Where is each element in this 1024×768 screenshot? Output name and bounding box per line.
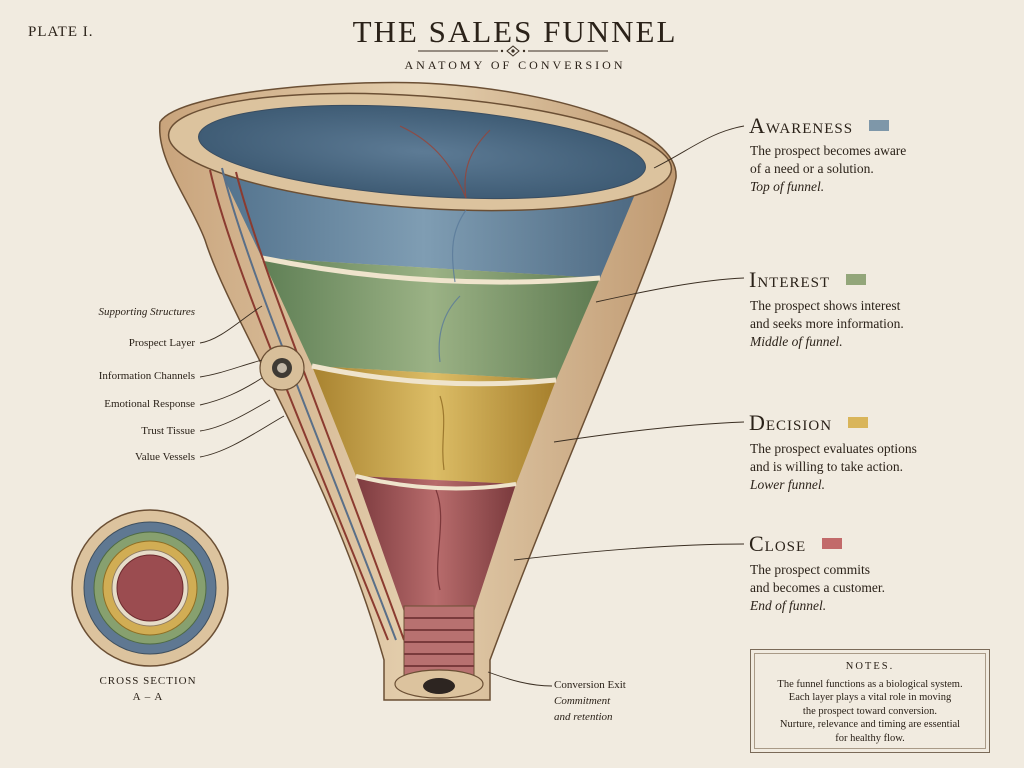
stage-interest-name: Interest <box>749 267 831 292</box>
annotation-prospect-layer: Prospect Layer <box>128 337 195 349</box>
annotation-information-channels: Information Channels <box>98 370 195 382</box>
stage-leaders <box>513 125 745 561</box>
annotation-leaders <box>199 305 285 458</box>
stage-interest-line2: and seeks more information. <box>750 316 904 331</box>
stage-awareness-title: Awareness <box>749 113 890 139</box>
plate-number: PLATE I. <box>28 24 94 40</box>
stage-close-title: Close <box>749 531 843 557</box>
stage-interest-line3: Middle of funnel. <box>750 334 843 349</box>
stage-decision-desc: The prospect evaluates options and is wi… <box>750 440 990 494</box>
stage-awareness-line1: The prospect becomes aware <box>750 143 907 158</box>
stage-decision-line3: Lower funnel. <box>750 477 826 492</box>
stage-awareness-name: Awareness <box>749 113 854 138</box>
band-decision <box>312 366 556 484</box>
exit-title: Conversion Exit <box>554 679 626 691</box>
ring-3 <box>355 474 517 491</box>
close-swatch <box>822 538 843 549</box>
stage-decision-title: Decision <box>749 410 869 436</box>
stage-close-line2: and becomes a customer. <box>750 580 885 595</box>
exit-leader <box>487 671 553 687</box>
decision-swatch <box>848 417 869 428</box>
ring-2 <box>311 363 557 387</box>
notes-line: Each layer plays a vital role in moving <box>788 692 952 703</box>
funnel-rim-inner <box>198 104 646 200</box>
annotation-heading: Supporting Structures <box>98 306 195 318</box>
interest-swatch <box>846 274 867 285</box>
stage-interest-line1: The prospect shows interest <box>750 298 901 313</box>
stage-close-line3: End of funnel. <box>750 598 827 613</box>
notes-box: NOTES. The funnel functions as a biologi… <box>750 649 990 753</box>
exit-line2: and retention <box>554 711 613 723</box>
notes-line: Nurture, relevance and timing are essent… <box>779 719 961 730</box>
stage-interest-title: Interest <box>749 267 867 293</box>
stage-decision-line2: and is willing to take action. <box>750 459 903 474</box>
title-ornament <box>418 45 608 57</box>
stage-decision-line1: The prospect evaluates options <box>750 441 917 456</box>
notes-line: for healthy flow. <box>835 732 905 744</box>
stage-awareness-desc: The prospect becomes aware of a need or … <box>750 142 990 196</box>
ring-1 <box>261 255 601 285</box>
stage-awareness-line2: of a need or a solution. <box>750 161 874 176</box>
stage-close-line1: The prospect commits <box>750 562 870 577</box>
vessel-network <box>399 125 491 591</box>
band-interest <box>262 258 600 380</box>
page-subtitle: ANATOMY OF CONVERSION <box>404 58 626 72</box>
cross-section-diagram <box>71 509 229 667</box>
page-title: THE SALES FUNNEL <box>352 14 678 49</box>
annotation-trust-tissue: Trust Tissue <box>141 425 195 437</box>
stage-close-name: Close <box>749 531 807 556</box>
band-close <box>356 476 516 612</box>
notes-title: NOTES. <box>845 661 895 672</box>
conversion-exit-label: Conversion Exit Commitment and retention <box>554 677 626 725</box>
cross-section-sublabel: A – A <box>132 691 164 703</box>
stage-decision-name: Decision <box>749 410 833 435</box>
annotation-value-vessels: Value Vessels <box>135 451 195 463</box>
notes-line: The funnel functions as a biological sys… <box>777 678 963 690</box>
exit-line1: Commitment <box>554 695 611 707</box>
awareness-swatch <box>869 120 890 131</box>
stage-interest-desc: The prospect shows interest and seeks mo… <box>750 297 990 351</box>
stage-awareness-line3: Top of funnel. <box>750 179 825 194</box>
stage-close-desc: The prospect commits and becomes a custo… <box>750 561 990 615</box>
cross-section-label: CROSS SECTION <box>99 675 197 687</box>
annotation-emotional-response: Emotional Response <box>104 398 195 410</box>
notes-line: the prospect toward conversion. <box>802 705 938 717</box>
